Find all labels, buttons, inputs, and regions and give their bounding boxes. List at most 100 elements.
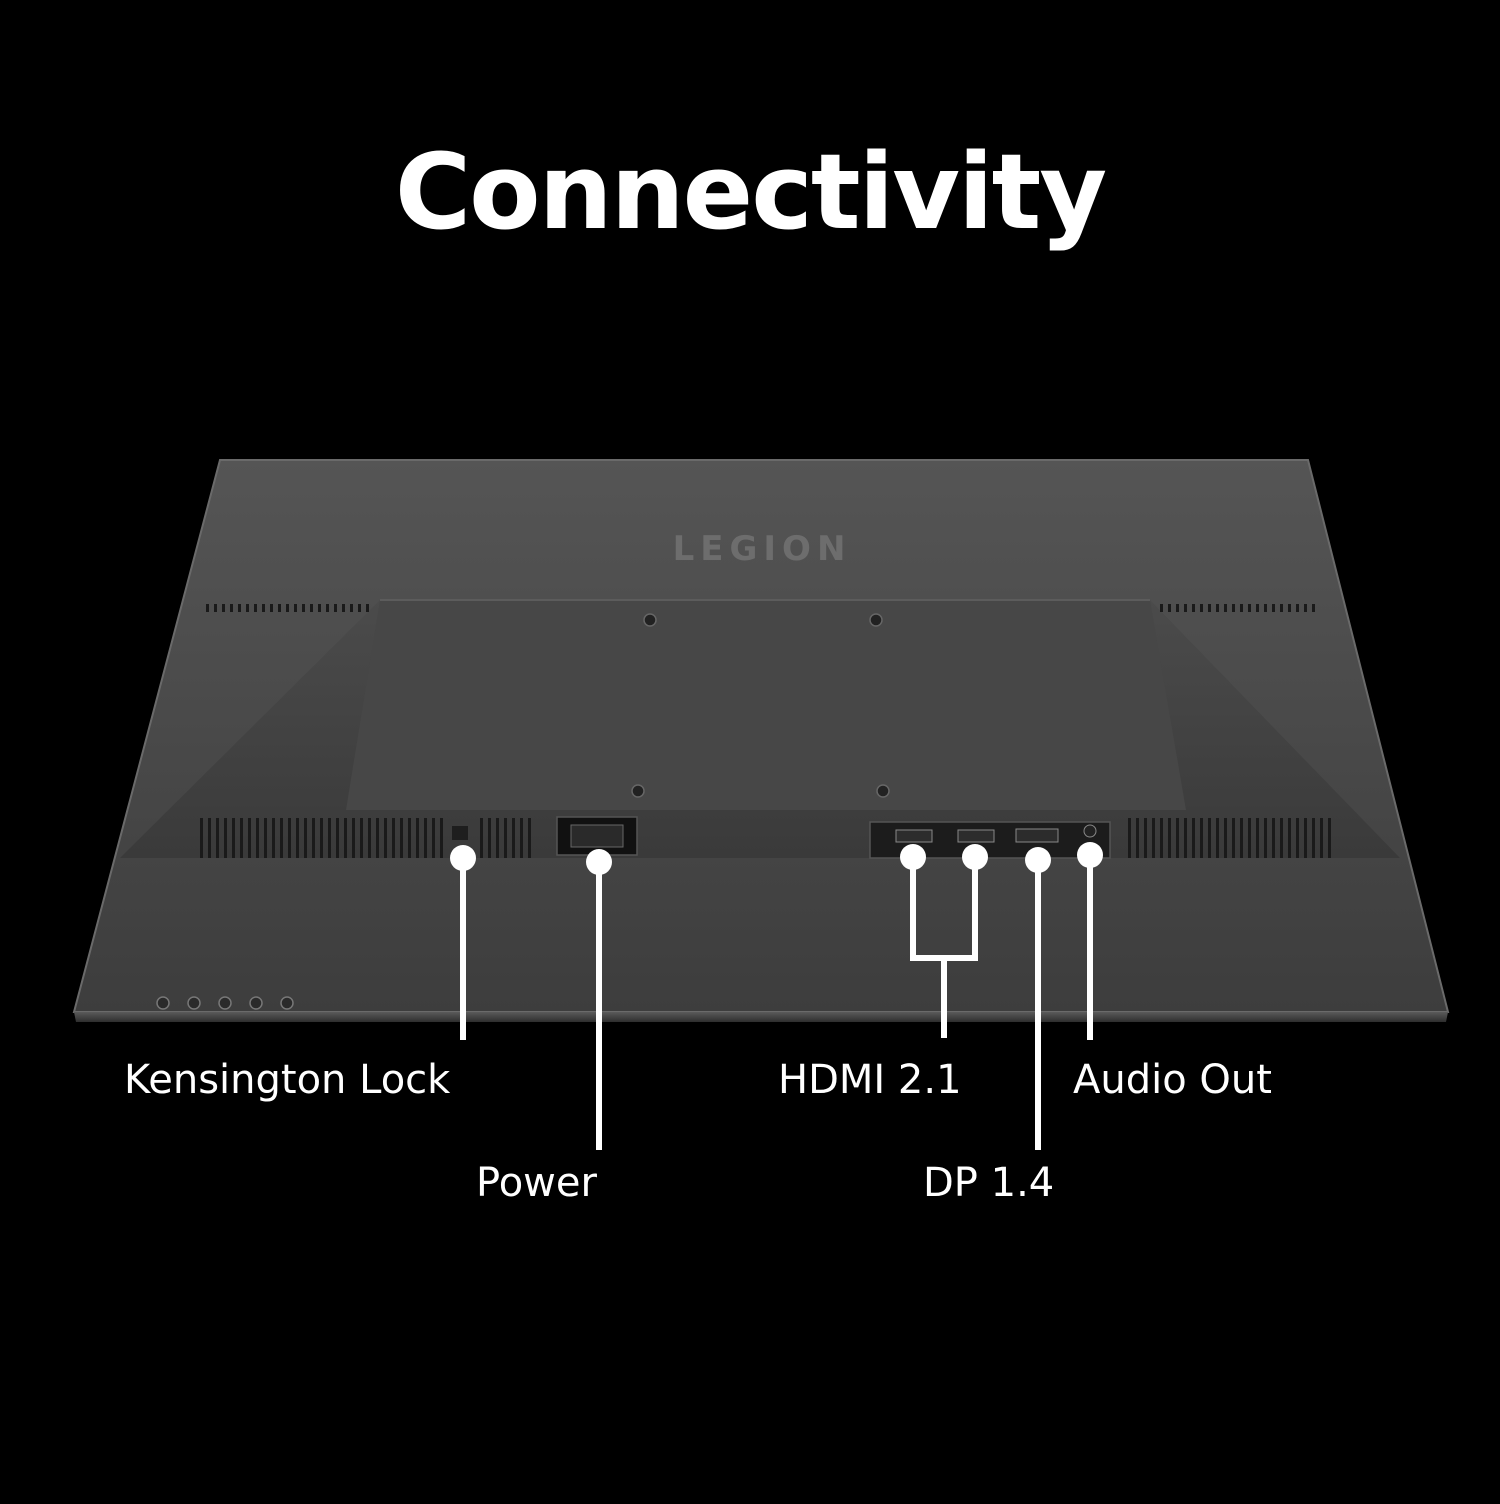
vent-slot — [1304, 818, 1307, 858]
vent-slot — [1264, 818, 1267, 858]
vent-slot — [1128, 818, 1131, 858]
vent-slot — [352, 818, 355, 858]
vent-slot — [246, 604, 249, 612]
vent-slot — [264, 818, 267, 858]
displayport-port — [1015, 828, 1059, 843]
vent-slot — [1184, 604, 1187, 612]
vent-slot — [376, 818, 379, 858]
vent-slot — [1288, 818, 1291, 858]
hdmi-port-1 — [895, 829, 933, 843]
vent-slot — [1240, 818, 1243, 858]
vent-slot — [400, 818, 403, 858]
vent-slot — [1240, 604, 1243, 612]
rear-housing — [120, 599, 1400, 858]
vent-slot — [254, 604, 257, 612]
vent-slot — [1232, 818, 1235, 858]
vent-slot — [1248, 818, 1251, 858]
vent-slot — [1200, 604, 1203, 612]
vent-slot — [358, 604, 361, 612]
vent-slot — [230, 604, 233, 612]
vent-slot — [1272, 818, 1275, 858]
vent-slot — [248, 818, 251, 858]
vent-slot — [216, 818, 219, 858]
vent-slot — [334, 604, 337, 612]
kensington-lock-label: Kensington Lock — [124, 1057, 451, 1103]
vent-slot — [304, 818, 307, 858]
audio-out-label: Audio Out — [1073, 1057, 1272, 1103]
vent-slot — [440, 818, 443, 858]
vent-slot — [480, 818, 483, 858]
kensington-slot — [452, 826, 468, 840]
vent-slot — [1304, 604, 1307, 612]
hdmi-port-2 — [957, 829, 995, 843]
vent-slot — [312, 818, 315, 858]
power-label: Power — [476, 1160, 597, 1206]
vent-slot — [208, 818, 211, 858]
vent-slot — [302, 604, 305, 612]
vent-slot — [1168, 818, 1171, 858]
audio-jack — [1083, 824, 1097, 838]
vent-slot — [1296, 818, 1299, 858]
vent-slot — [520, 818, 523, 858]
vent-slot — [1312, 818, 1315, 858]
vent-slot — [342, 604, 345, 612]
vent-slot — [408, 818, 411, 858]
vent-slot — [512, 818, 515, 858]
vent-slot — [1312, 604, 1315, 612]
vent-slot — [240, 818, 243, 858]
vent-slot — [256, 818, 259, 858]
vent-slot — [1224, 818, 1227, 858]
vent-slot — [1224, 604, 1227, 612]
vent-slot — [206, 604, 209, 612]
vent-slot — [1208, 818, 1211, 858]
vent-slot — [336, 818, 339, 858]
vent-slot — [1144, 818, 1147, 858]
callout-lines — [460, 856, 1093, 1150]
vent-slot — [1264, 604, 1267, 612]
vent-slot — [1280, 818, 1283, 858]
vent-slot — [1328, 818, 1331, 858]
vent-slot — [1200, 818, 1203, 858]
legion-logo: LEGION — [673, 529, 852, 569]
vent-slot — [1208, 604, 1211, 612]
vent-grille-top-left — [206, 604, 369, 612]
vent-slot — [1192, 818, 1195, 858]
vent-slot — [1216, 818, 1219, 858]
vent-slot — [1248, 604, 1251, 612]
vent-slot — [504, 818, 507, 858]
displayport-label: DP 1.4 — [923, 1160, 1055, 1206]
vent-slot — [1216, 604, 1219, 612]
vent-slot — [238, 604, 241, 612]
osd-buttons — [156, 996, 294, 1010]
vent-slot — [384, 818, 387, 858]
vent-slot — [1136, 818, 1139, 858]
vent-slot — [416, 818, 419, 858]
vent-slot — [1288, 604, 1291, 612]
vesa-mount-holes — [631, 613, 890, 798]
vent-slot — [368, 818, 371, 858]
vent-slot — [1152, 818, 1155, 858]
vent-slot — [214, 604, 217, 612]
vent-slot — [360, 818, 363, 858]
hdmi-label: HDMI 2.1 — [778, 1057, 962, 1103]
vent-slot — [294, 604, 297, 612]
page-title: Connectivity — [394, 131, 1107, 253]
vent-slot — [296, 818, 299, 858]
vent-slot — [318, 604, 321, 612]
vent-slot — [278, 604, 281, 612]
vent-slot — [1184, 818, 1187, 858]
vent-slot — [1160, 818, 1163, 858]
vent-slot — [1256, 604, 1259, 612]
vent-slot — [262, 604, 265, 612]
vent-slot — [1272, 604, 1275, 612]
vent-slot — [350, 604, 353, 612]
vent-slot — [232, 818, 235, 858]
vent-slot — [310, 604, 313, 612]
vent-slot — [286, 604, 289, 612]
vent-slot — [200, 818, 203, 858]
vent-grille-right — [1128, 818, 1331, 858]
vent-slot — [320, 818, 323, 858]
vent-slot — [328, 818, 331, 858]
vent-slot — [366, 604, 369, 612]
